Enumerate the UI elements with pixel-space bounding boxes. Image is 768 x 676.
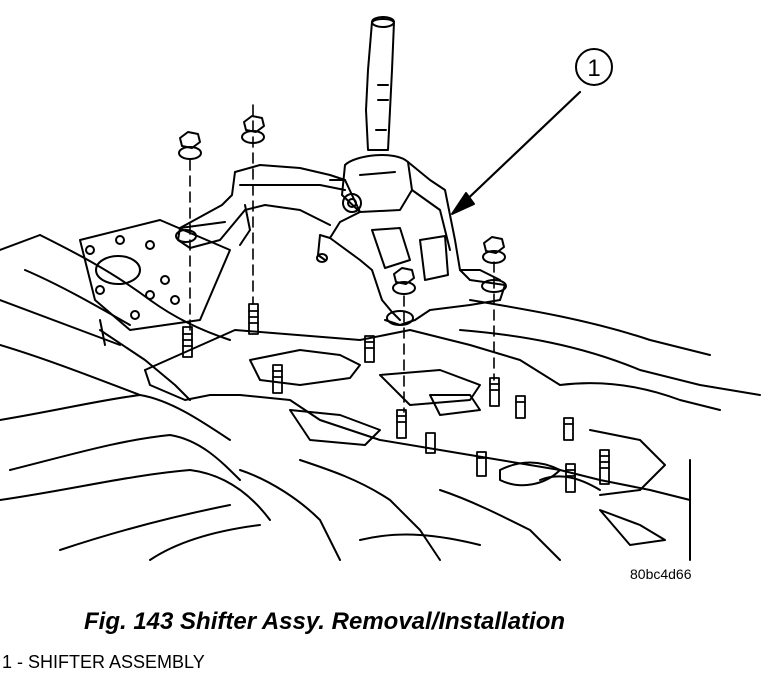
shifter-assembly-illustration: 1 — [0, 16, 761, 561]
figure-caption: Fig. 143 Shifter Assy. Removal/Installat… — [84, 608, 566, 635]
mounting-studs — [182, 303, 610, 493]
figure-reference-code: 80bc4d66 — [630, 566, 692, 582]
callout-pointer — [451, 48, 613, 215]
installation-guide-lines — [189, 104, 495, 413]
floor-pan — [0, 219, 761, 561]
mounting-nuts — [178, 115, 506, 295]
legend-item: 1 - SHIFTER ASSEMBLY — [2, 652, 205, 672]
callout-number: 1 — [587, 55, 600, 82]
shifter-assembly — [175, 16, 507, 326]
